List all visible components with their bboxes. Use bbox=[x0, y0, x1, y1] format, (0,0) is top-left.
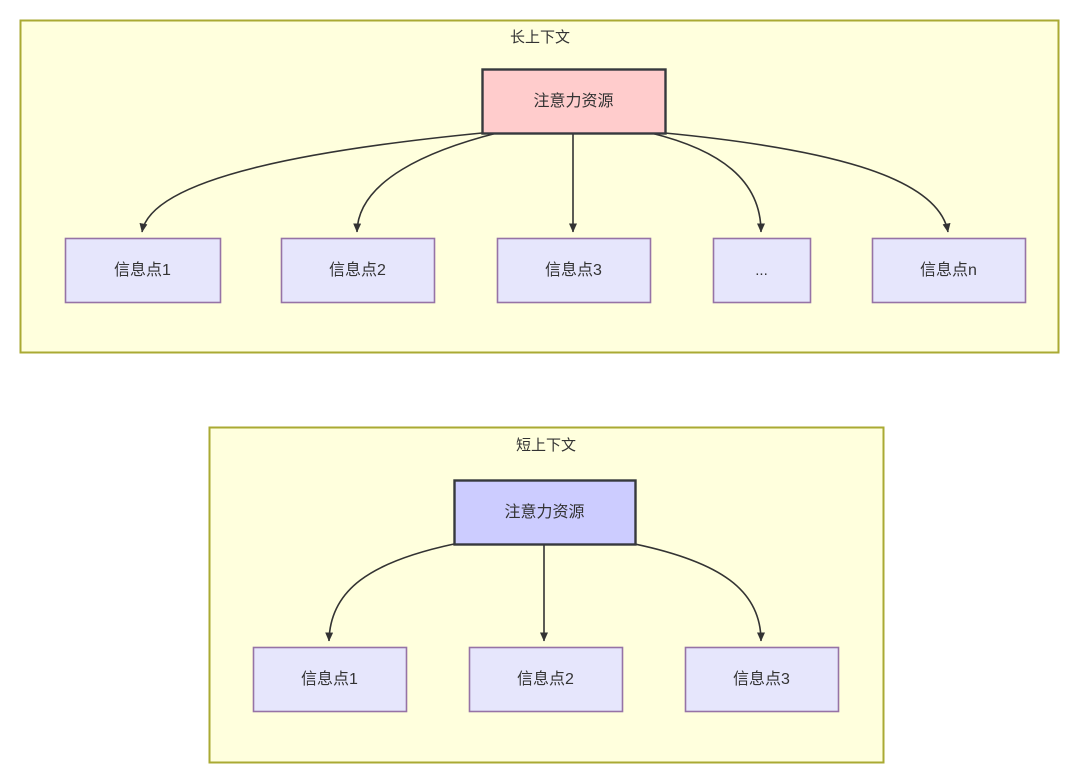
edge-long-context-3 bbox=[650, 132, 765, 233]
edge-short-context-2 bbox=[634, 543, 765, 642]
info-node-label-short-context-1: 信息点2 bbox=[517, 670, 574, 688]
edge-long-context-4 bbox=[664, 132, 951, 233]
info-node-box-long-context-1[interactable] bbox=[280, 237, 436, 304]
info-node-label-short-context-0: 信息点1 bbox=[301, 670, 358, 688]
edge-long-context-0 bbox=[139, 132, 483, 233]
info-node-box-short-context-0[interactable] bbox=[252, 646, 408, 713]
info-node-label-long-context-0: 信息点1 bbox=[114, 261, 171, 279]
info-node-box-long-context-2[interactable] bbox=[496, 237, 652, 304]
info-node-label-long-context-1: 信息点2 bbox=[329, 261, 386, 279]
info-node-box-long-context-0[interactable] bbox=[64, 237, 222, 304]
info-node-box-short-context-2[interactable] bbox=[684, 646, 840, 713]
info-node-box-long-context-3[interactable] bbox=[712, 237, 812, 304]
info-node-box-long-context-4[interactable] bbox=[871, 237, 1027, 304]
edge-long-context-1 bbox=[353, 132, 498, 233]
edge-short-context-0 bbox=[325, 543, 455, 642]
attention-resource-label-long-context: 注意力资源 bbox=[533, 91, 613, 110]
info-node-label-long-context-4: 信息点n bbox=[920, 261, 977, 279]
info-node-label-short-context-2: 信息点3 bbox=[733, 670, 790, 688]
attention-resource-box-short-context[interactable] bbox=[453, 479, 637, 546]
attention-resource-box-long-context[interactable] bbox=[481, 68, 667, 135]
group-title-long-context: 长上下文 bbox=[510, 29, 570, 46]
group-title-short-context: 短上下文 bbox=[516, 437, 576, 454]
info-node-box-short-context-1[interactable] bbox=[468, 646, 624, 713]
info-node-label-long-context-2: 信息点3 bbox=[545, 261, 602, 279]
attention-resource-label-short-context: 注意力资源 bbox=[504, 502, 584, 521]
info-node-label-long-context-3: ... bbox=[755, 262, 768, 279]
